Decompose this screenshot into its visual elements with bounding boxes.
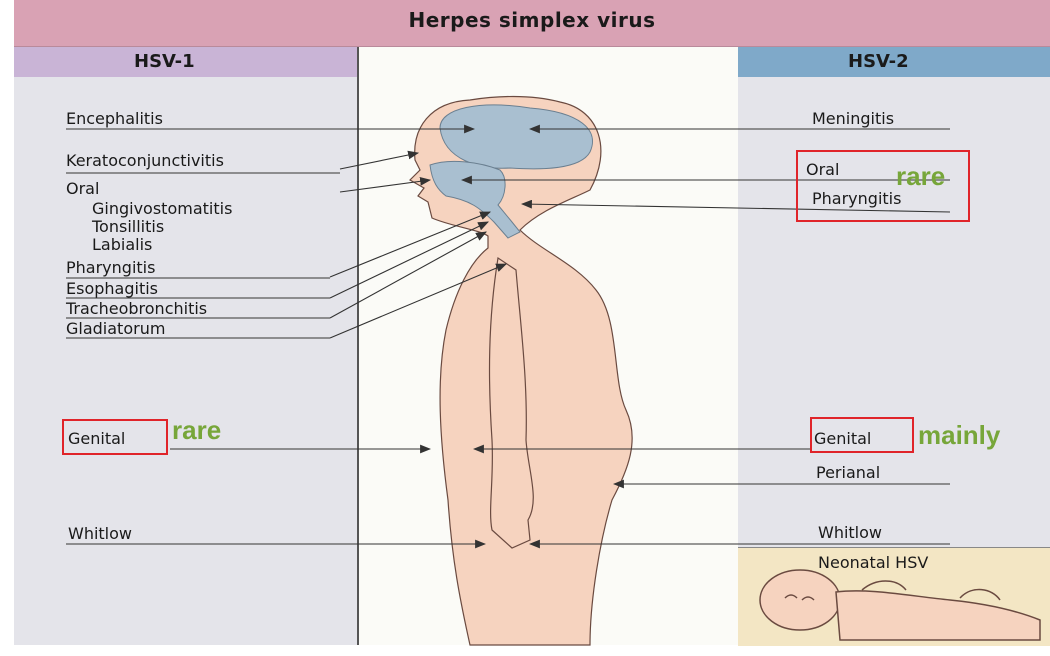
highlight-box-hsv2-genital [810, 417, 914, 453]
hsv1-whitlow: Whitlow [68, 525, 132, 543]
highlight-box-hsv2-oral [796, 150, 970, 222]
highlight-box-hsv1-genital [62, 419, 168, 455]
hsv1-esophagitis: Esophagitis [66, 280, 158, 298]
hsv2-whitlow: Whitlow [818, 524, 882, 542]
hsv1-tracheobronchitis: Tracheobronchitis [66, 300, 207, 318]
hsv2-meningitis: Meningitis [812, 110, 894, 128]
hsv1-gingivostomatitis: Gingivostomatitis [92, 200, 232, 218]
neonatal-baby-sketch [760, 570, 1040, 640]
hsv2-genital-note: mainly [918, 420, 1000, 451]
hsv1-keratoconjunctivitis: Keratoconjunctivitis [66, 152, 224, 170]
hsv1-tonsillitis: Tonsillitis [92, 218, 164, 236]
hsv1-labialis: Labialis [92, 236, 152, 254]
hsv1-pharyngitis: Pharyngitis [66, 259, 155, 277]
hsv2-perianal: Perianal [816, 464, 880, 482]
hsv1-encephalitis: Encephalitis [66, 110, 163, 128]
hsv1-genital-note: rare [172, 415, 221, 446]
hsv1-oral: Oral [66, 180, 99, 198]
hsv2-neonatal: Neonatal HSV [818, 554, 928, 572]
hsv1-gladiatorum: Gladiatorum [66, 320, 165, 338]
